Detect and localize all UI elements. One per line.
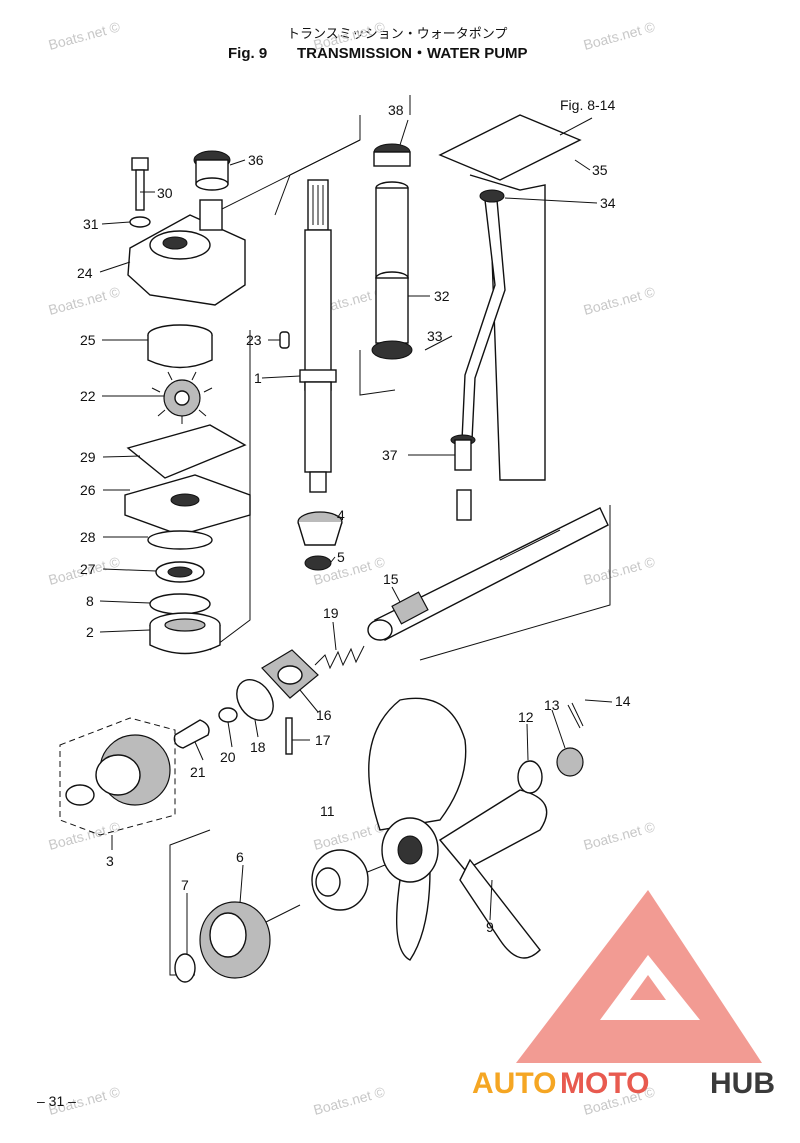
- part-31-washer: [129, 216, 151, 228]
- callout-8: 8: [86, 593, 94, 609]
- part-17-pin: [285, 717, 293, 755]
- part-16-clutch: [261, 649, 319, 699]
- part-32-sleeve: [371, 181, 413, 360]
- callout-16: 16: [316, 707, 332, 723]
- part-7-shim: [174, 953, 196, 983]
- part-2-cartridge: [149, 612, 221, 655]
- watermark: Boats.net ©: [582, 18, 658, 53]
- part-5-nut: [304, 555, 332, 571]
- logo-text-moto: MOTO: [560, 1067, 649, 1100]
- watermark: Boats.net ©: [582, 553, 658, 588]
- part-6-reverse-gear: [199, 901, 271, 979]
- callout-5: 5: [337, 549, 345, 565]
- part-27-oil-seal: [155, 561, 205, 583]
- callout-30: 30: [157, 185, 173, 201]
- callout-27: 27: [80, 561, 96, 577]
- callout-32: 32: [434, 288, 450, 304]
- part-23-key: [279, 331, 290, 349]
- part-30-bolt: [131, 157, 149, 211]
- callout-3: 3: [106, 853, 114, 869]
- callout-31: 31: [83, 216, 99, 232]
- part-20-shift-slider: [218, 707, 238, 723]
- automotohub-logo: AUTO MOTO HUB: [472, 890, 775, 1100]
- leader-lines: [99, 117, 613, 955]
- callout-23: 23: [246, 332, 262, 348]
- callout-18: 18: [250, 739, 266, 755]
- part-14-cotter-pin: [567, 702, 584, 729]
- watermark: Boats.net ©: [312, 818, 388, 853]
- callout-9: 9: [486, 919, 494, 935]
- callout-29: 29: [80, 449, 96, 465]
- part-15-propeller-shaft: [367, 507, 609, 641]
- callout-12: 12: [518, 709, 534, 725]
- part-21-plunger: [173, 719, 210, 749]
- callout-14: 14: [615, 693, 631, 709]
- callout-25: 25: [80, 332, 96, 348]
- callout-4: 4: [337, 507, 345, 523]
- watermark: Boats.net ©: [47, 283, 123, 318]
- callout-11: 11: [320, 803, 335, 819]
- part-11-propeller: [368, 697, 548, 961]
- part-29-gasket: [126, 424, 247, 479]
- watermark: Boats.net ©: [582, 818, 658, 853]
- callout-34: 34: [600, 195, 616, 211]
- part-12-washer: [517, 760, 543, 794]
- fig-label: Fig. 9: [228, 45, 267, 62]
- callout-13: 13: [544, 697, 560, 713]
- logo-text-hub: HUB: [710, 1067, 775, 1100]
- callout-37: 37: [382, 447, 398, 463]
- part-4-pinion: [297, 511, 343, 546]
- watermark: Boats.net ©: [312, 1083, 388, 1118]
- part-19-spring: [314, 645, 365, 670]
- watermark: Boats.net ©: [47, 818, 123, 853]
- logo-text-auto: AUTO: [472, 1067, 556, 1100]
- callout-38: 38: [388, 102, 404, 118]
- callout-15: 15: [383, 571, 399, 587]
- page-number: – 31 –: [37, 1093, 76, 1109]
- watermark: Boats.net ©: [582, 283, 658, 318]
- part-24-pump-housing: [127, 199, 246, 306]
- jp-title: トランスミッション・ウォータポンプ: [287, 27, 507, 42]
- part-34-grommet: [479, 189, 505, 203]
- part-22-impeller: [151, 371, 213, 424]
- callouts: 30 31 24 25 22 29 26 28 27 8 2 36 23 1 4…: [77, 97, 631, 935]
- part-26-plate: [124, 474, 251, 536]
- part-28-o-ring: [147, 530, 213, 550]
- part-25-liner: [147, 324, 213, 369]
- callout-6: 6: [236, 849, 244, 865]
- callout-22: 22: [80, 388, 96, 404]
- part-13-nut: [556, 747, 584, 777]
- callout-7: 7: [181, 877, 189, 893]
- part-8-o-ring: [149, 593, 211, 615]
- part-18-ring: [236, 679, 274, 721]
- fig-reference: Fig. 8-14: [560, 97, 615, 113]
- callout-26: 26: [80, 482, 96, 498]
- assembly-guides: [169, 95, 611, 976]
- diagram-title: TRANSMISSION・WATER PUMP: [297, 45, 528, 62]
- callout-20: 20: [220, 749, 236, 765]
- callout-28: 28: [80, 529, 96, 545]
- callout-33: 33: [427, 328, 443, 344]
- part-1-drive-shaft: [299, 179, 337, 493]
- part-spacer: [311, 849, 369, 911]
- part-36-grommet: [193, 150, 231, 191]
- callout-19: 19: [323, 605, 339, 621]
- part-37-grommet: [450, 434, 476, 521]
- part-38-grommet: [373, 143, 411, 167]
- part-3-forward-gear: [59, 717, 176, 836]
- callout-35: 35: [592, 162, 608, 178]
- callout-36: 36: [248, 152, 264, 168]
- callout-21: 21: [190, 764, 206, 780]
- callout-2: 2: [86, 624, 94, 640]
- part-35-plate: [438, 114, 582, 481]
- callout-17: 17: [315, 732, 331, 748]
- callout-24: 24: [77, 265, 93, 281]
- callout-1: 1: [254, 370, 262, 386]
- watermark: Boats.net ©: [47, 18, 123, 53]
